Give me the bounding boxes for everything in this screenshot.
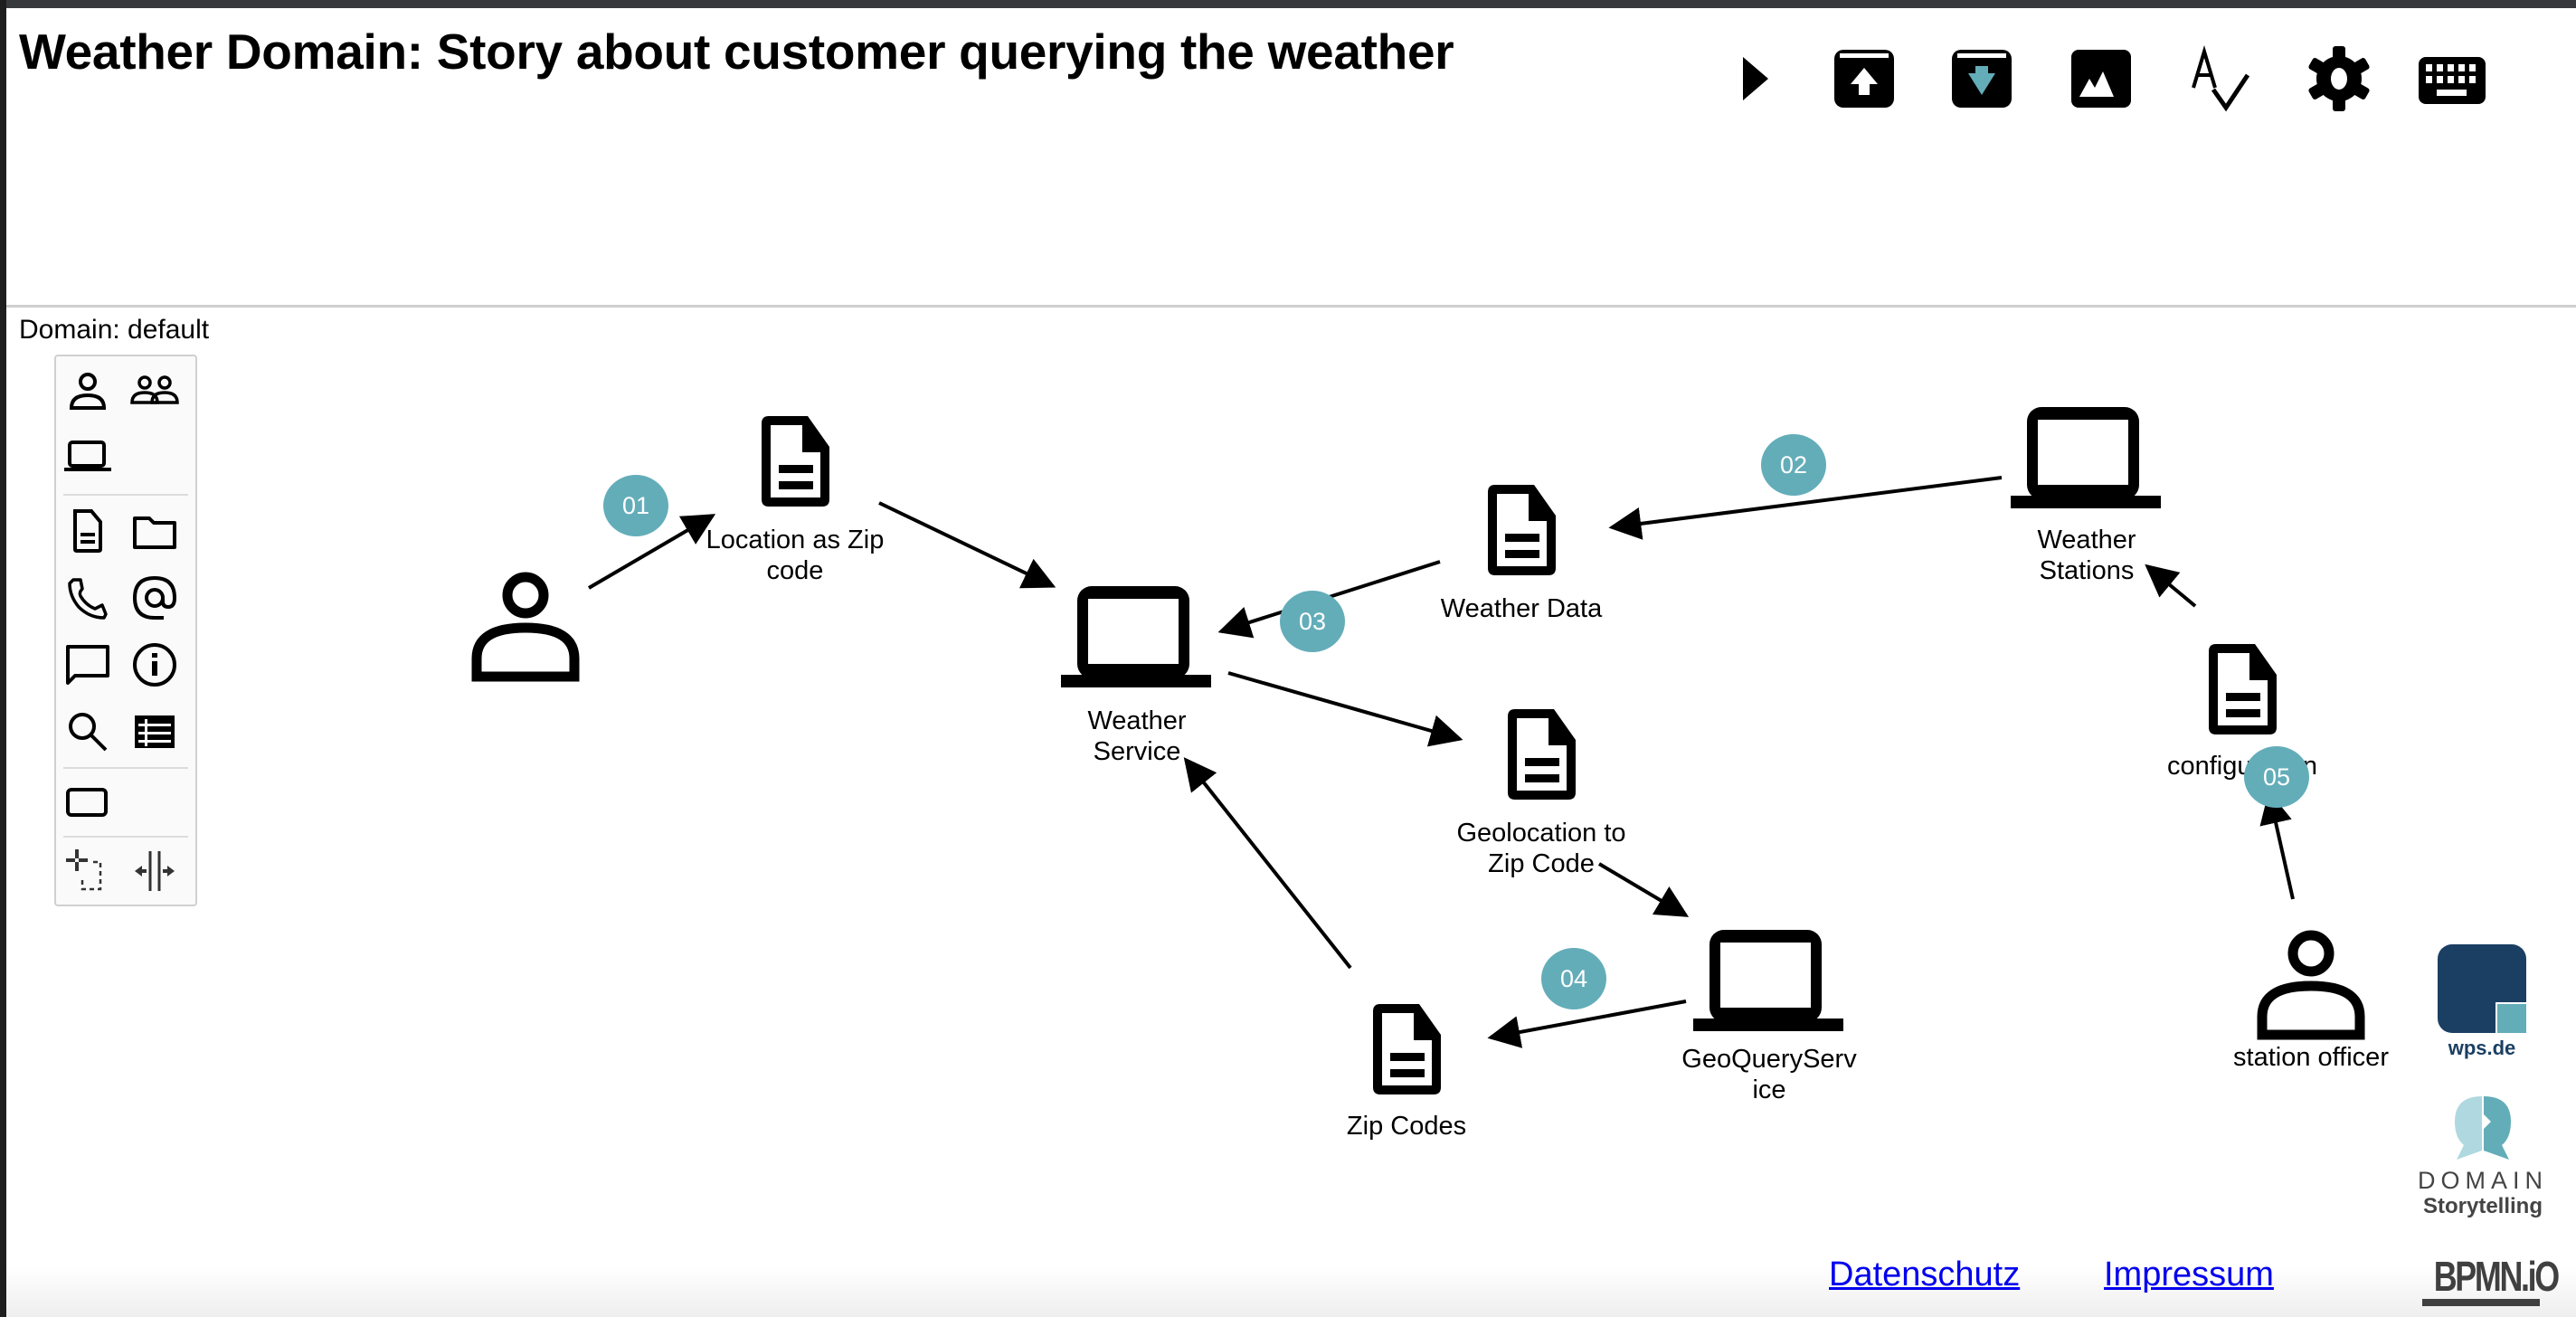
palette — [54, 355, 197, 906]
activity-arrow-station-officer-to-configuration[interactable] — [2259, 791, 2295, 900]
palette-separator — [63, 767, 188, 769]
info-icon — [133, 643, 176, 687]
activity-number-badge[interactable]: 02 — [1761, 434, 1826, 496]
save-image-button[interactable] — [2067, 44, 2136, 113]
group-icon — [130, 375, 179, 404]
node-label-geoquery[interactable]: GeoQueryServ ice — [1681, 1045, 1857, 1104]
palette-item-list[interactable] — [127, 704, 183, 760]
node-label-weather-stations[interactable]: Weather Stations — [2037, 526, 2136, 585]
call-icon — [68, 578, 108, 620]
speech-bubbles-icon — [2455, 1096, 2511, 1160]
palette-item-conversation[interactable] — [60, 637, 116, 693]
document-node-zip-codes[interactable] — [1373, 1004, 1441, 1094]
storytelling-logo-text: Storytelling — [2422, 1194, 2543, 1218]
bpmn-io-text: BPMN.iO — [2433, 1253, 2560, 1300]
node-label-location-zip[interactable]: Location as Zip code — [706, 526, 885, 585]
palette-item-search[interactable] — [60, 704, 116, 760]
image-icon — [2071, 50, 2131, 108]
gear-icon — [2308, 46, 2370, 111]
group-box-icon — [66, 788, 108, 817]
keyboard-shortcuts-button[interactable] — [2417, 44, 2486, 113]
datenschutz-link[interactable]: Datenschutz — [1829, 1255, 2021, 1293]
wps-logo-text: wps.de — [2448, 1037, 2516, 1059]
wps-logo[interactable]: wps.de — [2436, 943, 2528, 1066]
node-label-geolocation[interactable]: Geolocation to Zip Code — [1456, 819, 1626, 878]
story-title[interactable]: Weather Domain: Story about customer que… — [19, 24, 1454, 80]
activity-arrow-configuration-to-weather-stations[interactable] — [2145, 564, 2197, 608]
replay-button[interactable] — [1719, 44, 1788, 113]
wps-logo-mark — [2438, 944, 2526, 1033]
person-icon — [69, 373, 107, 410]
activity-number-badge[interactable]: 03 — [1280, 591, 1345, 652]
conversation-icon — [66, 645, 109, 685]
palette-separator — [63, 836, 188, 838]
person-node-customer[interactable] — [477, 577, 574, 677]
document-icon — [73, 509, 102, 553]
activity-arrow-geolocation-to-geoquery[interactable] — [1597, 862, 1690, 917]
node-label-weather-service[interactable]: Weather Service — [1087, 706, 1187, 766]
palette-item-space-tool[interactable] — [127, 843, 183, 899]
domain-storytelling-logo[interactable]: DOMAIN Storytelling — [2417, 1094, 2549, 1221]
activity-arrow-location-zip-to-weather-service[interactable] — [878, 501, 1056, 589]
activity-arrow-weather-service-to-geolocation[interactable] — [1227, 671, 1463, 747]
activity-arrow-weather-stations-to-weather-data[interactable] — [1608, 476, 2003, 540]
palette-item-group[interactable] — [127, 364, 183, 420]
impressum-link[interactable]: Impressum — [2104, 1255, 2274, 1293]
bpmn-io-underline — [2422, 1299, 2540, 1306]
lasso-tool-icon — [66, 849, 102, 891]
person-node-station-officer[interactable] — [2262, 935, 2360, 1035]
system-node-geoquery[interactable] — [1693, 930, 1843, 1031]
folder-icon — [133, 516, 176, 549]
activity-links — [587, 476, 2295, 1048]
space-tool-icon — [135, 851, 175, 891]
palette-item-person[interactable] — [60, 364, 116, 420]
search-icon — [69, 713, 108, 752]
palette-separator — [63, 494, 188, 496]
activity-arrow-customer-to-location-zip[interactable] — [587, 514, 716, 590]
node-label-zip-codes[interactable]: Zip Codes — [1346, 1112, 1467, 1141]
label-dictionary-button[interactable] — [2186, 44, 2255, 113]
domain-logo-text: DOMAIN — [2418, 1167, 2548, 1194]
keyboard-icon — [2419, 57, 2486, 104]
editor-gutter — [0, 0, 6, 1317]
document-node-weather-data[interactable] — [1488, 485, 1556, 575]
export-button[interactable] — [1831, 44, 1899, 113]
header: Weather Domain: Story about customer que… — [6, 8, 2576, 308]
palette-item-lasso-tool[interactable] — [60, 843, 116, 899]
window-top-bar — [0, 0, 2576, 8]
email-icon — [132, 575, 177, 620]
settings-button[interactable] — [2305, 44, 2373, 113]
activity-number-badge[interactable]: 05 — [2244, 746, 2309, 808]
node-label-station-officer[interactable]: station officer — [2233, 1043, 2389, 1072]
palette-item-info[interactable] — [127, 637, 183, 693]
bpmn-io-logo[interactable]: BPMN.iO — [2420, 1252, 2560, 1310]
export-icon — [1834, 50, 1894, 108]
import-button[interactable] — [1948, 44, 2017, 113]
play-icon — [1743, 57, 1768, 100]
palette-item-call[interactable] — [60, 570, 116, 626]
document-node-location-zip[interactable] — [762, 416, 829, 507]
spellcheck-icon — [2192, 45, 2250, 112]
document-node-configuration[interactable] — [2209, 644, 2277, 734]
import-icon — [1952, 50, 2012, 108]
system-icon — [64, 441, 111, 471]
diagram-nodes — [477, 407, 2360, 1094]
system-node-weather-service[interactable] — [1061, 586, 1211, 687]
palette-item-document[interactable] — [60, 503, 116, 559]
palette-item-group-box[interactable] — [60, 774, 116, 830]
document-node-geolocation[interactable] — [1508, 709, 1576, 800]
system-node-weather-stations[interactable] — [2011, 407, 2161, 508]
activity-arrow-zip-codes-to-weather-service[interactable] — [1183, 757, 1352, 970]
palette-item-folder[interactable] — [127, 503, 183, 559]
palette-item-email[interactable] — [127, 570, 183, 626]
palette-item-system[interactable] — [60, 429, 116, 485]
domain-label: Domain: default — [19, 315, 210, 345]
activity-number-badge[interactable]: 01 — [603, 475, 668, 536]
activity-number-badge[interactable]: 04 — [1541, 948, 1606, 1009]
activity-arrow-geoquery-to-zip-codes[interactable] — [1487, 1000, 1687, 1048]
node-label-weather-data[interactable]: Weather Data — [1440, 594, 1603, 623]
footer-background — [6, 1266, 2576, 1317]
list-icon — [135, 715, 175, 748]
